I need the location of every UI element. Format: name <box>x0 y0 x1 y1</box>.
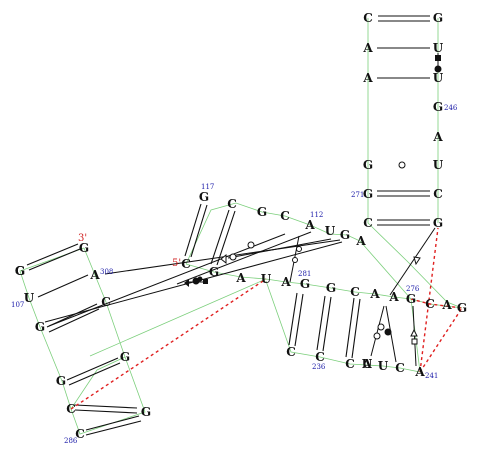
base-b45: A <box>361 357 372 371</box>
base-b47: C <box>315 350 325 364</box>
base-b49: U <box>362 357 373 371</box>
base-b44: C <box>395 361 405 375</box>
base-b22: A <box>355 234 366 248</box>
number-246: 246 <box>444 104 458 112</box>
base-b51: A <box>414 365 425 379</box>
base-b26: A <box>89 268 100 282</box>
base-b50: G <box>141 405 151 419</box>
number-271: 271 <box>351 191 364 199</box>
base-b20: U <box>325 224 336 238</box>
number-308: 308 <box>100 268 113 276</box>
base-b12: C <box>433 187 443 201</box>
base-b19: A <box>304 218 315 232</box>
base-b8: A <box>432 130 443 144</box>
base-pairs <box>26 15 430 436</box>
number-281: 281 <box>298 270 311 278</box>
number-276: 276 <box>406 285 420 293</box>
base-b17: G <box>257 205 267 219</box>
base-b3: A <box>362 41 373 55</box>
base-b53: G <box>120 350 130 364</box>
number-112: 112 <box>310 211 323 219</box>
base-b21: G <box>340 228 350 242</box>
base-b10: U <box>433 158 444 172</box>
base-b54: C <box>66 402 76 416</box>
base-b55: C <box>75 427 85 441</box>
base-b36: G <box>326 281 336 295</box>
number-241: 241 <box>425 372 438 380</box>
base-b5: A <box>362 71 373 85</box>
base-b6: U <box>433 71 444 85</box>
base-b13: C <box>363 216 373 230</box>
base-b4: U <box>433 41 444 55</box>
base-b9: G <box>363 158 373 172</box>
three-prime-label: 3' <box>78 233 87 244</box>
base-b2: G <box>433 11 443 25</box>
base-b14: G <box>433 216 443 230</box>
base-b18: C <box>280 209 290 223</box>
base-b56: G <box>15 264 25 278</box>
base-b15: G <box>199 190 209 204</box>
base-b42: A <box>441 298 452 312</box>
base-b37: C <box>350 285 360 299</box>
number-117: 117 <box>201 183 214 191</box>
number-236: 236 <box>312 363 326 371</box>
base-b32: G <box>300 277 310 291</box>
base-b46: G <box>457 301 467 315</box>
nucleotides: C G A U A U G A G U G C C G G C G C A U … <box>15 11 467 441</box>
base-b33: G <box>35 320 45 334</box>
base-b39: G <box>406 292 416 306</box>
base-b11: G <box>363 187 373 201</box>
base-b52: C <box>345 357 355 371</box>
tertiary-interactions <box>44 53 442 367</box>
base-b34: C <box>101 295 111 309</box>
base-b40: C <box>425 297 435 311</box>
base-b35: A <box>369 287 380 301</box>
base-b23: C <box>181 257 191 271</box>
base-b1: C <box>363 11 373 25</box>
five-prime-label: 5' <box>172 258 181 269</box>
residue-numbers: 117 112 308 107 281 236 276 241 271 246 … <box>11 104 458 445</box>
dashed-interactions <box>70 227 463 410</box>
base-b41: C <box>286 345 296 359</box>
number-286: 286 <box>64 437 78 445</box>
base-b25: G <box>79 241 89 255</box>
base-b28: G <box>15 264 25 278</box>
base-b48: G <box>56 374 66 388</box>
base-b16: C <box>227 197 237 211</box>
base-b43: U <box>378 359 389 373</box>
base-b27: U <box>24 291 35 305</box>
base-b24: G <box>209 265 219 279</box>
strand-ends: 3' 5' <box>78 233 181 269</box>
base-b7: G <box>433 100 443 114</box>
number-107: 107 <box>11 301 24 309</box>
base-b29: A <box>235 271 246 285</box>
base-b31: A <box>280 275 291 289</box>
base-b38: A <box>388 290 399 304</box>
base-b30: U <box>261 272 272 286</box>
